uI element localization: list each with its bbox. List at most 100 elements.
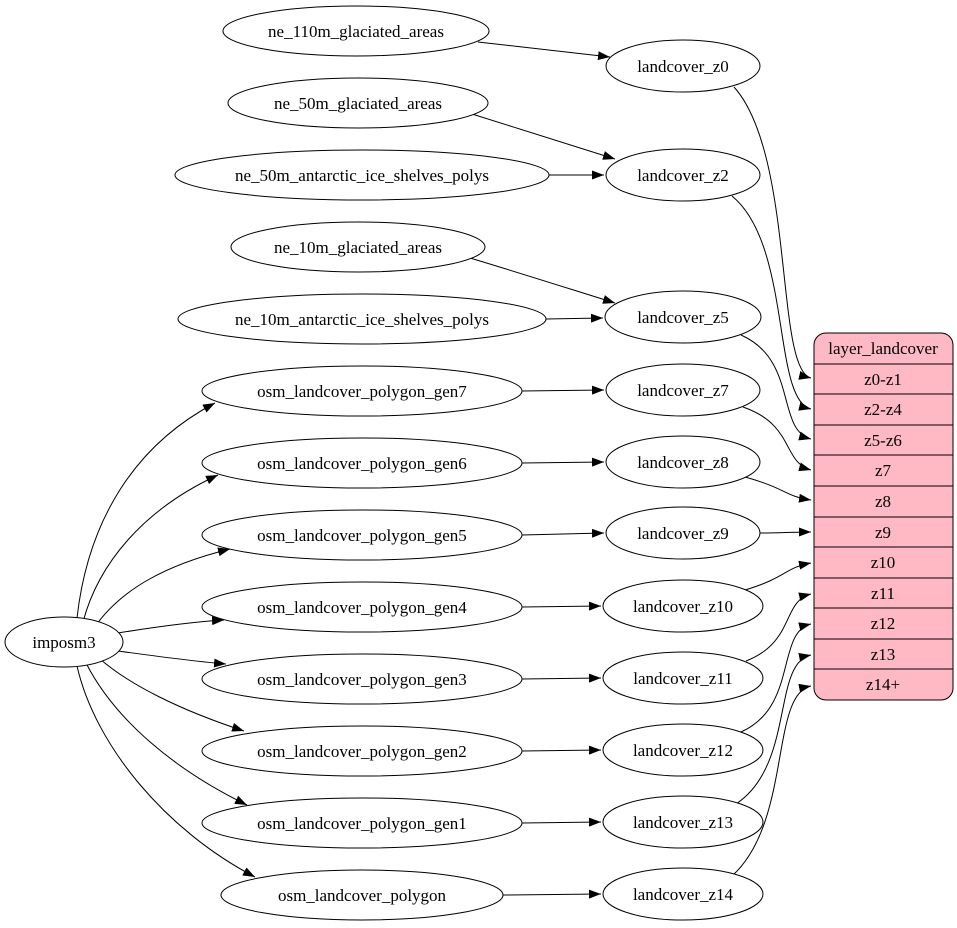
edge-ne-10m-antarctic-ice-shelves-polys-to-landcover-z5 xyxy=(545,313,604,323)
node-label: osm_landcover_polygon_gen7 xyxy=(257,382,467,401)
record-row-z13: z13 xyxy=(871,645,896,664)
node-label: osm_landcover_polygon_gen4 xyxy=(257,598,467,617)
edge-osm-landcover-polygon-gen2-to-landcover-z12 xyxy=(521,745,602,755)
node-label: landcover_z7 xyxy=(637,381,729,400)
node-ellipse xyxy=(201,797,523,849)
edge-landcover-z11-to-row-z11 xyxy=(745,592,812,662)
edge-imposm3-to-osm-landcover-polygon-gen2 xyxy=(99,658,245,732)
record-row-z8: z8 xyxy=(875,492,891,511)
edge-ne-50m-glaciated-areas-to-landcover-z2 xyxy=(471,113,616,160)
node-label: landcover_z8 xyxy=(637,453,729,472)
node-ellipse xyxy=(201,365,523,417)
node-label: osm_landcover_polygon_gen2 xyxy=(257,742,467,761)
edge-imposm3-to-osm-landcover-polygon-gen3 xyxy=(117,650,227,668)
node-landcover-z14: landcover_z14 xyxy=(602,867,764,921)
record-row-z7: z7 xyxy=(875,461,892,480)
edge-landcover-z13-to-row-z13 xyxy=(735,653,812,805)
node-ellipse xyxy=(177,293,547,345)
node-landcover-z13: landcover_z13 xyxy=(602,795,764,849)
edge-imposm3-to-osm-landcover-polygon-gen1 xyxy=(85,662,248,806)
node-label: osm_landcover_polygon_gen3 xyxy=(257,670,467,689)
node-osm-landcover-polygon-gen3: osm_landcover_polygon_gen3 xyxy=(201,653,523,705)
node-osm-landcover-polygon-gen5: osm_landcover_polygon_gen5 xyxy=(201,509,523,561)
node-label: landcover_z5 xyxy=(637,308,729,327)
node-ellipse xyxy=(602,651,764,705)
node-label: ne_10m_glaciated_areas xyxy=(274,238,442,257)
node-label: landcover_z10 xyxy=(633,597,733,616)
node-label: landcover_z9 xyxy=(637,524,729,543)
edge-landcover-z14-to-row-z14plus xyxy=(731,683,812,877)
node-ne-10m-glaciated-areas: ne_10m_glaciated_areas xyxy=(230,221,486,273)
node-ellipse xyxy=(201,437,523,489)
node-osm-landcover-polygon-gen7: osm_landcover_polygon_gen7 xyxy=(201,365,523,417)
node-label: landcover_z2 xyxy=(637,166,729,185)
edge-ne-110m-glaciated-areas-to-landcover-z0 xyxy=(477,41,611,61)
node-ellipse xyxy=(227,77,489,129)
source-nodes: ne_110m_glaciated_areas ne_50m_glaciated… xyxy=(174,5,550,921)
edge-imposm3-to-osm-landcover-polygon-gen4 xyxy=(117,616,225,634)
record-row-z11: z11 xyxy=(871,584,895,603)
edge-imposm3-to-osm-landcover-polygon-gen6 xyxy=(82,474,219,623)
edge-landcover-z7-to-row-z7 xyxy=(742,406,812,472)
node-ellipse xyxy=(605,39,761,93)
edge-landcover-z9-to-row-z9 xyxy=(759,527,812,537)
record-row-z14plus: z14+ xyxy=(866,675,900,694)
node-osm-landcover-polygon-gen6: osm_landcover_polygon_gen6 xyxy=(201,437,523,489)
node-landcover-z9: landcover_z9 xyxy=(605,506,761,560)
edge-imposm3-to-osm-landcover-polygon xyxy=(76,665,256,878)
edge-landcover-z10-to-row-z10 xyxy=(744,560,812,591)
node-ellipse xyxy=(201,653,523,705)
node-ne-50m-antarctic-ice-shelves-polys: ne_50m_antarctic_ice_shelves_polys xyxy=(174,149,550,201)
node-ne-50m-glaciated-areas: ne_50m_glaciated_areas xyxy=(227,77,489,129)
node-label: ne_110m_glaciated_areas xyxy=(268,22,444,41)
edge-osm-landcover-polygon-gen4-to-landcover-z10 xyxy=(521,601,602,611)
node-landcover-z10: landcover_z10 xyxy=(602,579,764,633)
node-ellipse xyxy=(604,290,762,344)
node-ellipse xyxy=(201,725,523,777)
node-label: ne_50m_antarctic_ice_shelves_polys xyxy=(235,166,489,185)
node-ellipse xyxy=(201,581,523,633)
node-osm-landcover-polygon-gen1: osm_landcover_polygon_gen1 xyxy=(201,797,523,849)
node-ellipse xyxy=(602,867,764,921)
edge-landcover-z8-to-row-z8 xyxy=(744,476,812,503)
node-ellipse xyxy=(602,579,764,633)
edge-imposm3-to-osm-landcover-polygon-gen5 xyxy=(93,547,231,629)
edge-landcover-z2-to-row-z2-z4 xyxy=(731,195,812,411)
node-label: ne_10m_antarctic_ice_shelves_polys xyxy=(235,310,489,329)
edge-osm-landcover-polygon-to-landcover-z14 xyxy=(502,889,602,899)
edge-landcover-z12-to-row-z12 xyxy=(740,622,812,733)
node-label: landcover_z12 xyxy=(633,741,733,760)
node-ellipse xyxy=(201,509,523,561)
node-ellipse xyxy=(602,723,764,777)
node-landcover-z2: landcover_z2 xyxy=(605,148,761,202)
imposm3-ellipse xyxy=(4,616,124,668)
record-layer-landcover: layer_landcover z0-z1 z2-z4 z5-z6 z7 z8 … xyxy=(813,332,954,701)
node-label: osm_landcover_polygon xyxy=(278,886,447,905)
node-ellipse xyxy=(174,149,550,201)
edge-osm-landcover-polygon-gen6-to-landcover-z8 xyxy=(521,457,605,467)
edges xyxy=(76,41,812,899)
edge-landcover-z0-to-row-z0-z1 xyxy=(733,86,812,380)
node-landcover-z7: landcover_z7 xyxy=(605,363,761,417)
node-label: osm_landcover_polygon_gen6 xyxy=(257,454,467,473)
node-ellipse xyxy=(230,221,486,273)
node-ne-110m-glaciated-areas: ne_110m_glaciated_areas xyxy=(222,5,490,57)
record-row-z9: z9 xyxy=(875,523,891,542)
node-label: landcover_z14 xyxy=(633,885,734,904)
edge-osm-landcover-polygon-gen7-to-landcover-z7 xyxy=(521,385,605,395)
node-ellipse xyxy=(605,506,761,560)
node-ellipse xyxy=(605,363,761,417)
node-landcover-z8: landcover_z8 xyxy=(605,435,761,489)
imposm3-label: imposm3 xyxy=(32,633,95,652)
edge-landcover-z5-to-row-z5-z6 xyxy=(740,334,812,441)
node-ne-10m-antarctic-ice-shelves-polys: ne_10m_antarctic_ice_shelves_polys xyxy=(177,293,547,345)
intermediate-nodes: landcover_z0 landcover_z2 landcover_z5 l… xyxy=(602,39,764,921)
node-landcover-z0: landcover_z0 xyxy=(605,39,761,93)
node-label: landcover_z0 xyxy=(637,57,729,76)
record-row-z2-z4: z2-z4 xyxy=(864,400,902,419)
record-title: layer_landcover xyxy=(828,339,938,358)
node-landcover-z11: landcover_z11 xyxy=(602,651,764,705)
edge-osm-landcover-polygon-gen1-to-landcover-z13 xyxy=(521,817,602,827)
